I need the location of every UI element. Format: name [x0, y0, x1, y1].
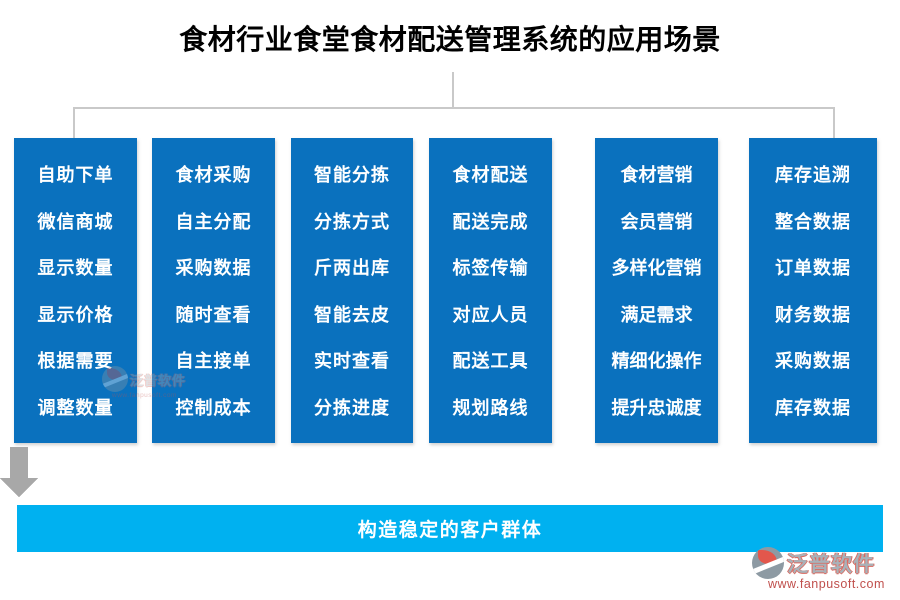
watermark-brand: 泛普软件	[787, 553, 875, 576]
watermark-url: www.fanpusoft.com	[768, 577, 885, 591]
column-item: 标签传输	[452, 258, 529, 279]
column-item: 多样化营销	[611, 258, 702, 279]
column-item: 智能去皮	[314, 304, 390, 325]
column-6: 库存追溯整合数据订单数据财务数据采购数据库存数据	[749, 138, 877, 443]
column-item: 显示数量	[37, 258, 114, 279]
column-item: 采购数据	[775, 351, 851, 372]
column-item: 微信商城	[37, 211, 114, 232]
column-5: 食材营销会员营销多样化营销满足需求精细化操作提升忠诚度	[595, 138, 718, 443]
column-item: 配送工具	[452, 351, 529, 372]
connector-title-drop	[452, 72, 454, 109]
column-item: 实时查看	[314, 351, 390, 372]
column-item: 随时查看	[175, 304, 252, 325]
column-item: 规划路线	[452, 397, 529, 418]
column-item: 对应人员	[452, 304, 529, 325]
column-item: 智能分拣	[314, 165, 390, 185]
column-item: 库存数据	[775, 397, 851, 418]
column-item: 显示价格	[37, 304, 114, 325]
watermark: 泛普软件 www.fanpusoft.com	[752, 547, 897, 591]
column-item: 调整数量	[37, 397, 114, 418]
column-3: 智能分拣分拣方式斤两出库智能去皮实时查看分拣进度	[291, 138, 413, 443]
column-item: 满足需求	[620, 304, 693, 325]
column-item: 自主接单	[175, 351, 252, 372]
column-item: 采购数据	[175, 258, 252, 279]
footer-banner: 构造稳定的客户群体	[17, 505, 883, 552]
column-item: 财务数据	[775, 304, 851, 325]
column-item: 食材配送	[452, 165, 529, 185]
column-item: 根据需要	[37, 351, 114, 372]
column-item: 订单数据	[775, 258, 851, 279]
column-item: 整合数据	[775, 211, 851, 232]
column-item: 配送完成	[452, 211, 529, 232]
column-item: 食材采购	[175, 165, 252, 185]
connector-horizontal	[73, 107, 835, 109]
column-2: 食材采购自主分配采购数据随时查看自主接单控制成本	[152, 138, 275, 443]
column-item: 会员营销	[620, 211, 693, 232]
column-item: 食材营销	[620, 165, 693, 185]
column-item: 精细化操作	[611, 351, 702, 372]
connector-left-drop	[73, 109, 75, 138]
column-item: 自助下单	[37, 165, 114, 185]
connector-right-drop	[833, 109, 835, 138]
column-item: 自主分配	[175, 211, 252, 232]
page-title: 食材行业食堂食材配送管理系统的应用场景	[179, 24, 721, 55]
footer-label: 构造稳定的客户群体	[357, 520, 543, 541]
column-item: 库存追溯	[775, 165, 851, 185]
column-item: 分拣进度	[314, 397, 390, 418]
column-4: 食材配送配送完成标签传输对应人员配送工具规划路线	[429, 138, 552, 443]
down-arrow-icon	[0, 447, 38, 497]
column-1: 自助下单微信商城显示数量显示价格根据需要调整数量	[14, 138, 137, 443]
fanpu-logo-icon	[752, 547, 784, 579]
column-item: 提升忠诚度	[611, 397, 702, 418]
column-item: 分拣方式	[314, 211, 390, 232]
column-item: 控制成本	[175, 397, 252, 418]
column-item: 斤两出库	[314, 258, 390, 279]
